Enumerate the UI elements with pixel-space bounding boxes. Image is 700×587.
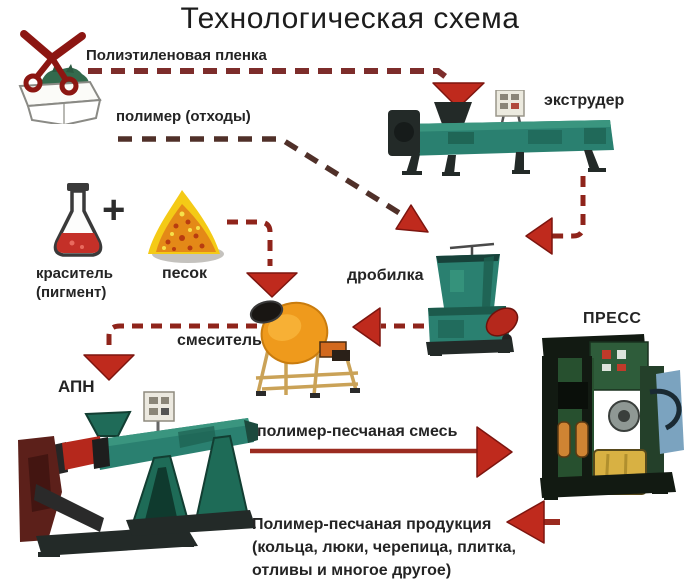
arrow-left-into-crusher	[525, 217, 553, 255]
heater-cylinder	[575, 421, 589, 458]
plus-sign: +	[102, 188, 126, 232]
control-panel	[495, 90, 525, 133]
mixer-to-apn-connector	[83, 323, 257, 381]
arrow-right-into-press	[476, 426, 513, 478]
mixture-label: полимер-песчаная смесь	[257, 423, 458, 440]
arrow-left-to-products	[506, 500, 545, 544]
products-label: Полимер-песчаная продукция (кольца, люки…	[252, 516, 516, 579]
mixer-label: смеситель	[177, 332, 262, 349]
arrow-left-into-mixer	[352, 307, 381, 347]
hopper	[434, 102, 472, 124]
sand-label: песок	[162, 265, 208, 282]
drive-motor	[388, 110, 420, 156]
frame-column-left	[542, 356, 558, 482]
arrow-down-into-mixer	[246, 272, 298, 298]
stand-frame	[255, 347, 359, 396]
scissors-film-box-icon	[18, 30, 102, 124]
heater-cylinder	[557, 421, 571, 458]
pigment-label: краситель (пигмент)	[36, 265, 114, 301]
crusher-label: дробилка	[347, 267, 424, 284]
control-panel	[143, 391, 175, 436]
mixing-drum	[249, 300, 329, 365]
film-label: Полиэтиленовая пленка	[86, 47, 267, 64]
motor	[485, 307, 519, 337]
top-handle	[449, 242, 495, 256]
hose	[649, 388, 682, 431]
waste-to-crusher-connector	[118, 136, 429, 233]
sand-pile-icon	[148, 190, 224, 263]
base	[540, 472, 676, 498]
apn-label: АПН	[58, 377, 95, 396]
flask-cap	[67, 183, 89, 191]
crusher-machine-image	[426, 242, 519, 356]
press-window	[558, 382, 588, 409]
arrow-down-into-extruder	[432, 82, 485, 109]
film-to-extruder-connector	[88, 68, 485, 109]
apn-machine-image	[18, 391, 258, 557]
feed-hopper	[84, 410, 132, 437]
flask-pigment-icon	[53, 183, 103, 257]
extruder-machine-image	[388, 90, 614, 176]
page-title: Технологическая схема	[180, 2, 520, 35]
drum-motor	[319, 341, 350, 361]
press-label: ПРЕСС	[583, 310, 642, 327]
sand-highlights	[162, 211, 200, 250]
sand-grains	[165, 219, 205, 251]
polymer-waste-label: полимер (отходы)	[116, 108, 251, 125]
mixture-to-press-connector	[250, 426, 513, 478]
frame-left	[18, 436, 104, 542]
scissors-icon	[20, 30, 86, 96]
crusher-to-mixer-connector	[352, 307, 424, 347]
legs	[402, 150, 606, 176]
arrow-down-into-apn	[83, 354, 135, 381]
sand-pigment-to-mixer-connector	[227, 219, 298, 298]
press-machine-image	[540, 334, 684, 500]
arrow-into-crusher-diagonal	[395, 204, 429, 233]
base-plate	[426, 339, 514, 355]
press-to-products-connector	[506, 500, 560, 544]
die-head	[244, 420, 258, 443]
extruder-to-crusher-connector	[525, 176, 586, 255]
support-legs	[128, 434, 250, 534]
pigment-liquid	[56, 233, 100, 253]
base-skids	[36, 510, 256, 557]
frame-column-mid	[582, 356, 592, 482]
mixer-machine-image	[249, 300, 360, 398]
extruder-label: экструдер	[544, 92, 625, 109]
